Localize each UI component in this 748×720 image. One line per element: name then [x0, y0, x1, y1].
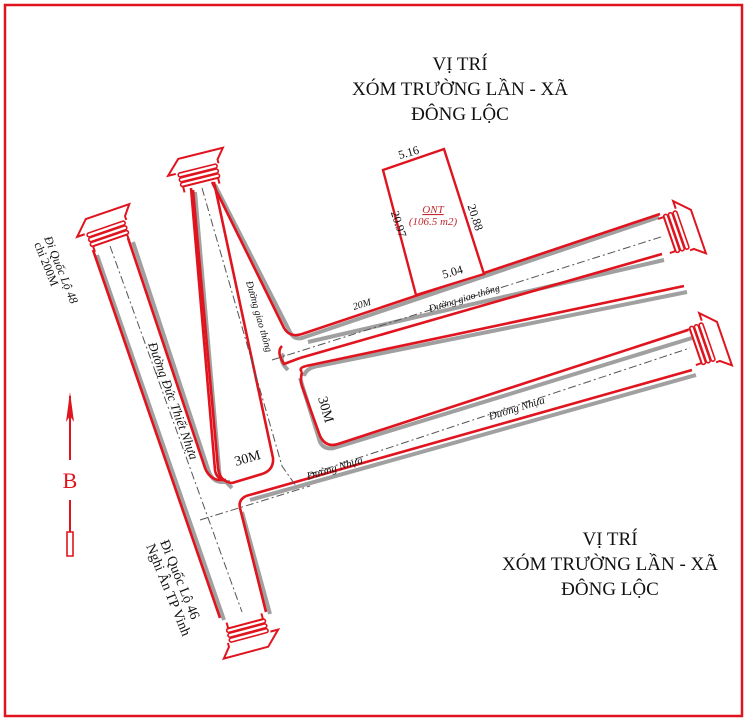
- road-shadows: [95, 184, 697, 621]
- map-frame: [3, 3, 744, 718]
- title-bottom: VỊ TRÍ XÓM TRƯỜNG LẦN - XÃ ĐÔNG LỘC: [480, 527, 740, 602]
- transit-road-inner-corner: [210, 181, 661, 337]
- title-bottom-line2: XÓM TRƯỜNG LẦN - XÃ ĐÔNG LỘC: [502, 554, 718, 600]
- title-top: VỊ TRÍ XÓM TRƯỜNG LẦN - XÃ ĐÔNG LỘC: [330, 52, 590, 127]
- lot-bottom-width: 5.04: [440, 262, 464, 281]
- cap-lower-road-right: [679, 307, 733, 378]
- compass-arrow-icon: [66, 392, 74, 422]
- cap-transit-road-top: [163, 146, 233, 197]
- road-edges: [91, 181, 693, 619]
- lot-top-width: 5.16: [397, 143, 421, 162]
- lot-ont: 5.16 20.88 20.97 5.04 ONT (106.5 m2): [381, 143, 486, 297]
- block-30m-right: [299, 284, 689, 447]
- title-top-line2: XÓM TRƯỜNG LẦN - XÃ ĐÔNG LỘC: [352, 79, 568, 125]
- compass-tail-icon: [66, 531, 74, 557]
- lower-road-bottom-edge: [245, 368, 693, 498]
- label-20m: 20M: [352, 297, 373, 313]
- direction-labels: Đi Quốc Lộ 48 chỉ 200M Đi Quốc Lộ 46 Ngh…: [31, 233, 202, 638]
- label-main-road: Đường Đức Thiết Nhựa: [145, 339, 202, 462]
- lot-area: (106.5 m2): [409, 216, 458, 228]
- lot-boundary: [381, 147, 486, 297]
- lot-type: ONT: [422, 204, 444, 216]
- block-30m-left: [191, 181, 275, 485]
- title-bottom-line1: VỊ TRÍ: [582, 529, 638, 550]
- title-top-line1: VỊ TRÍ: [432, 54, 488, 75]
- label-30m-right: 30M: [314, 395, 336, 425]
- compass-label: B: [63, 468, 78, 493]
- label-30m-left: 30M: [233, 448, 263, 470]
- main-road-left-edge: [91, 249, 222, 619]
- main-road-right-edge: [126, 237, 226, 482]
- road-centerlines: [109, 187, 691, 613]
- north-compass: B: [63, 392, 78, 557]
